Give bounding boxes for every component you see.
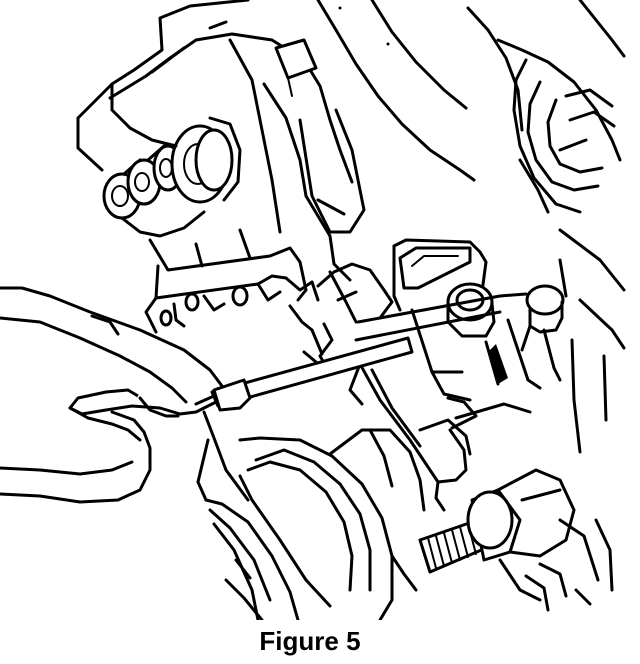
engine-illustration <box>0 0 626 620</box>
hand <box>0 286 224 504</box>
right-housing <box>558 228 626 454</box>
vertical-bracket <box>298 108 366 282</box>
scan-marks <box>338 6 390 46</box>
tensioner-bracket <box>392 238 488 312</box>
crankshaft-pulley <box>196 410 426 620</box>
bottom-right-parts <box>524 518 614 612</box>
pulley-stack <box>102 116 242 238</box>
upper-right-pulley <box>466 0 626 214</box>
threaded-stud <box>418 468 576 602</box>
lower-bracket-plate <box>144 228 320 334</box>
tensioner-plate <box>348 362 472 512</box>
stud-knob <box>520 284 565 382</box>
slide-rail <box>354 292 542 430</box>
housing-boss <box>274 38 318 97</box>
figure-caption: Figure 5 <box>259 626 361 656</box>
tensioner-bolt <box>446 282 496 338</box>
feeler-tool <box>194 336 414 412</box>
